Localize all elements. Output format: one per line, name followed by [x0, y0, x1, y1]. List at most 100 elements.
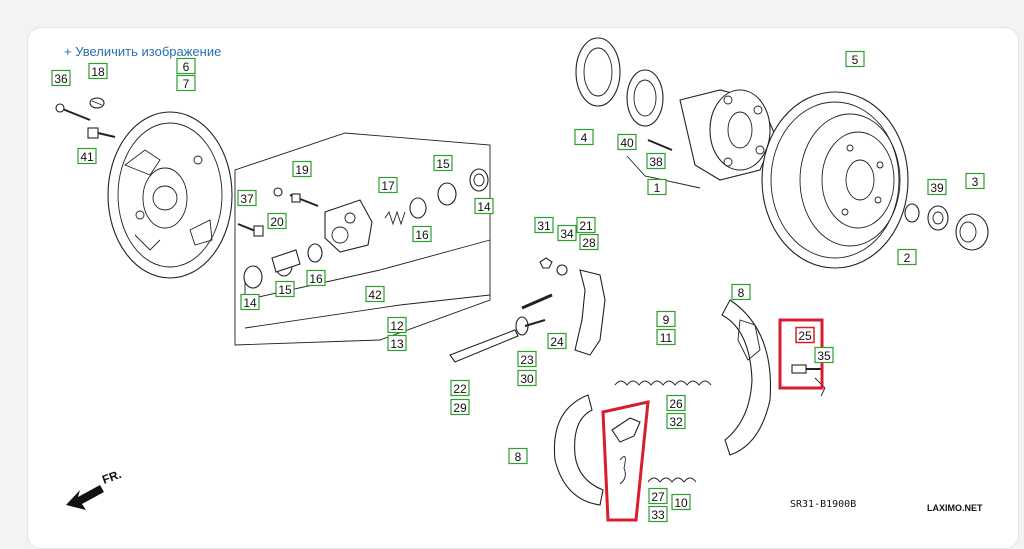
callout-35[interactable]: 35 [814, 346, 834, 364]
svg-text:8: 8 [515, 450, 522, 464]
callout-9[interactable]: 9 [656, 310, 676, 328]
diagram-code: SR31-B1900B [790, 499, 856, 510]
callout-3[interactable]: 3 [965, 172, 985, 190]
callout-1[interactable]: 1 [647, 178, 667, 196]
callout-28[interactable]: 28 [579, 233, 599, 251]
callout-19[interactable]: 19 [292, 160, 312, 178]
callout-4[interactable]: 4 [574, 128, 594, 146]
svg-text:8: 8 [738, 286, 745, 300]
callout-16[interactable]: 16 [412, 225, 432, 243]
front-direction-arrow: FR. [66, 467, 123, 510]
callout-12[interactable]: 12 [387, 316, 407, 334]
callout-13[interactable]: 13 [387, 334, 407, 352]
brake-shoe-leading [721, 299, 772, 456]
callout-7[interactable]: 7 [176, 74, 196, 92]
callout-14[interactable]: 14 [240, 293, 260, 311]
callout-5[interactable]: 5 [845, 50, 865, 68]
callout-23[interactable]: 23 [517, 350, 537, 368]
callout-21[interactable]: 21 [576, 216, 596, 234]
parking-lever-28-part [539, 257, 606, 356]
brake-drum-5-part [761, 91, 909, 269]
wheel-cylinder-group [234, 132, 491, 346]
strut-22-part [449, 329, 519, 363]
svg-text:25: 25 [798, 329, 812, 343]
svg-text:30: 30 [520, 372, 534, 386]
callout-38[interactable]: 38 [646, 152, 666, 170]
callout-15[interactable]: 15 [433, 154, 453, 172]
callout-2[interactable]: 2 [897, 248, 917, 266]
backing-plate [107, 111, 233, 279]
svg-text:18: 18 [91, 65, 105, 79]
svg-text:35: 35 [817, 349, 831, 363]
svg-text:5: 5 [852, 53, 859, 67]
nut-39-part [927, 205, 949, 231]
callout-39[interactable]: 39 [927, 178, 947, 196]
callout-10[interactable]: 10 [671, 493, 691, 511]
zoom-image-link[interactable]: + Увеличить изображение [64, 44, 222, 59]
svg-text:2: 2 [904, 251, 911, 265]
callout-41[interactable]: 41 [77, 147, 97, 165]
bolt-36-part [55, 103, 91, 121]
callout-26[interactable]: 26 [666, 394, 686, 412]
svg-text:27: 27 [651, 490, 665, 504]
svg-text:13: 13 [390, 337, 404, 351]
callout-29[interactable]: 29 [450, 398, 470, 416]
hub-1-part [626, 89, 776, 189]
callout-24[interactable]: 24 [547, 332, 567, 350]
callout-14[interactable]: 14 [474, 197, 494, 215]
callout-33[interactable]: 33 [648, 505, 668, 523]
grommet-18-part [89, 97, 105, 109]
callout-36[interactable]: 36 [51, 69, 71, 87]
callout-11[interactable]: 11 [656, 328, 676, 346]
cap-3-part [955, 213, 989, 251]
svg-text:28: 28 [582, 236, 596, 250]
callout-34[interactable]: 34 [557, 224, 577, 242]
callout-8[interactable]: 8 [508, 447, 528, 465]
callout-20[interactable]: 20 [267, 212, 287, 230]
svg-text:29: 29 [453, 401, 467, 415]
svg-text:15: 15 [436, 157, 450, 171]
oil-seal-4-part [575, 37, 621, 107]
callout-40[interactable]: 40 [617, 133, 637, 151]
svg-text:22: 22 [453, 382, 467, 396]
svg-text:38: 38 [649, 155, 663, 169]
svg-text:23: 23 [520, 353, 534, 367]
highlight-26-32-outline [601, 400, 650, 522]
callout-6[interactable]: 6 [176, 57, 196, 75]
parts-diagram: FR. SR31-B1900B LAXIMO.NET 3618674137201… [51, 37, 989, 523]
bearing-40-part [626, 69, 664, 127]
callout-17[interactable]: 17 [378, 176, 398, 194]
callout-31[interactable]: 31 [534, 216, 554, 234]
svg-text:36: 36 [54, 72, 68, 86]
svg-text:6: 6 [183, 60, 190, 74]
callout-22[interactable]: 22 [450, 379, 470, 397]
callout-16[interactable]: 16 [306, 269, 326, 287]
callout-15[interactable]: 15 [275, 280, 295, 298]
callout-30[interactable]: 30 [517, 369, 537, 387]
callout-27[interactable]: 27 [648, 487, 668, 505]
svg-text:14: 14 [477, 200, 491, 214]
callout-37[interactable]: 37 [237, 189, 257, 207]
svg-text:32: 32 [669, 415, 683, 429]
callout-42[interactable]: 42 [365, 285, 385, 303]
brake-shoe-trailing [553, 394, 604, 506]
svg-text:26: 26 [669, 397, 683, 411]
callout-25[interactable]: 25 [795, 326, 815, 344]
svg-text:11: 11 [660, 331, 673, 345]
svg-text:20: 20 [270, 215, 284, 229]
svg-text:1: 1 [654, 181, 661, 195]
svg-text:14: 14 [243, 296, 257, 310]
svg-text:4: 4 [581, 131, 588, 145]
svg-text:24: 24 [550, 335, 564, 349]
svg-text:17: 17 [381, 179, 395, 193]
svg-text:42: 42 [368, 288, 382, 302]
svg-text:33: 33 [651, 508, 665, 522]
callout-18[interactable]: 18 [88, 62, 108, 80]
svg-text:9: 9 [663, 313, 670, 327]
svg-text:15: 15 [278, 283, 292, 297]
svg-text:7: 7 [183, 77, 190, 91]
callout-8[interactable]: 8 [731, 283, 751, 301]
return-spring-27-part [647, 477, 697, 483]
laximo-watermark: LAXIMO.NET [927, 503, 983, 513]
callout-32[interactable]: 32 [666, 412, 686, 430]
